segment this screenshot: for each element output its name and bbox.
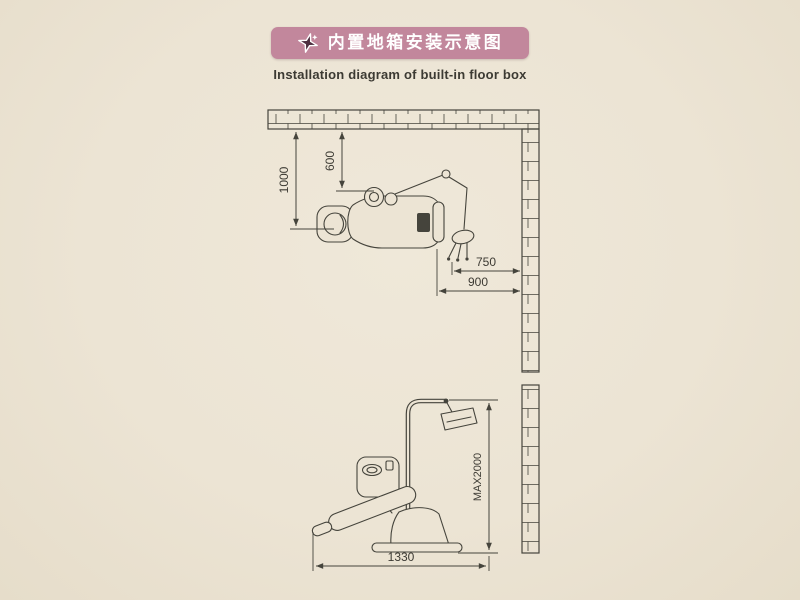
dim-900-label: 900 [468, 275, 488, 289]
chair-base [390, 507, 450, 546]
handpiece-tip [447, 257, 451, 261]
chair-headrest-side [311, 521, 333, 537]
lamp-link [445, 400, 453, 413]
subtitle: Installation diagram of built-in floor b… [273, 67, 527, 82]
delivery-arm-lower [448, 176, 468, 230]
wall-top [267, 109, 540, 130]
dental-chair-side-view [311, 398, 478, 553]
lamp-face-line [446, 416, 472, 423]
handpiece-tip [456, 258, 460, 262]
top-view-diagram: 1000 600 750 900 [267, 109, 540, 373]
handpiece-tip [465, 257, 469, 261]
dimension-1330: 1330 [312, 532, 490, 571]
dim-max2000-label: MAX2000 [472, 453, 484, 501]
arm-joint [441, 169, 451, 179]
sparkle-star-icon [297, 33, 318, 53]
handpiece-hoses [448, 242, 468, 259]
base-plate [371, 542, 463, 553]
face-line [339, 214, 345, 234]
instrument-tray [451, 229, 475, 245]
floor-box [417, 213, 430, 232]
delivery-arm-upper [394, 174, 444, 195]
dim-1000-label: 1000 [277, 166, 291, 193]
dim-1330-label: 1330 [388, 550, 415, 564]
dimension-900: 900 [436, 249, 520, 296]
wall-right-upper [521, 128, 540, 373]
patient-head [323, 212, 347, 236]
chair-end-bar [432, 201, 445, 243]
cup-holder [385, 460, 394, 471]
cup-filler [384, 192, 398, 206]
dim-600-label: 600 [323, 151, 337, 171]
banner-title: 内置地箱安装示意图 [327, 33, 504, 52]
side-view-diagram: MAX2000 1330 [311, 384, 540, 571]
wall-right-lower [521, 384, 540, 554]
dimension-600: 600 [323, 132, 374, 192]
dimension-750: 750 [451, 255, 520, 275]
spittoon-bowl [361, 463, 383, 477]
spittoon-bowl-inner [366, 466, 378, 474]
dental-chair-top-view [316, 169, 475, 262]
cuspidor-bowl-inner [368, 191, 380, 203]
title-banner: 内置地箱安装示意图 [271, 27, 529, 59]
dimension-1000: 1000 [277, 132, 334, 230]
dimension-max2000: MAX2000 [449, 399, 498, 554]
dim-750-label: 750 [476, 255, 496, 269]
